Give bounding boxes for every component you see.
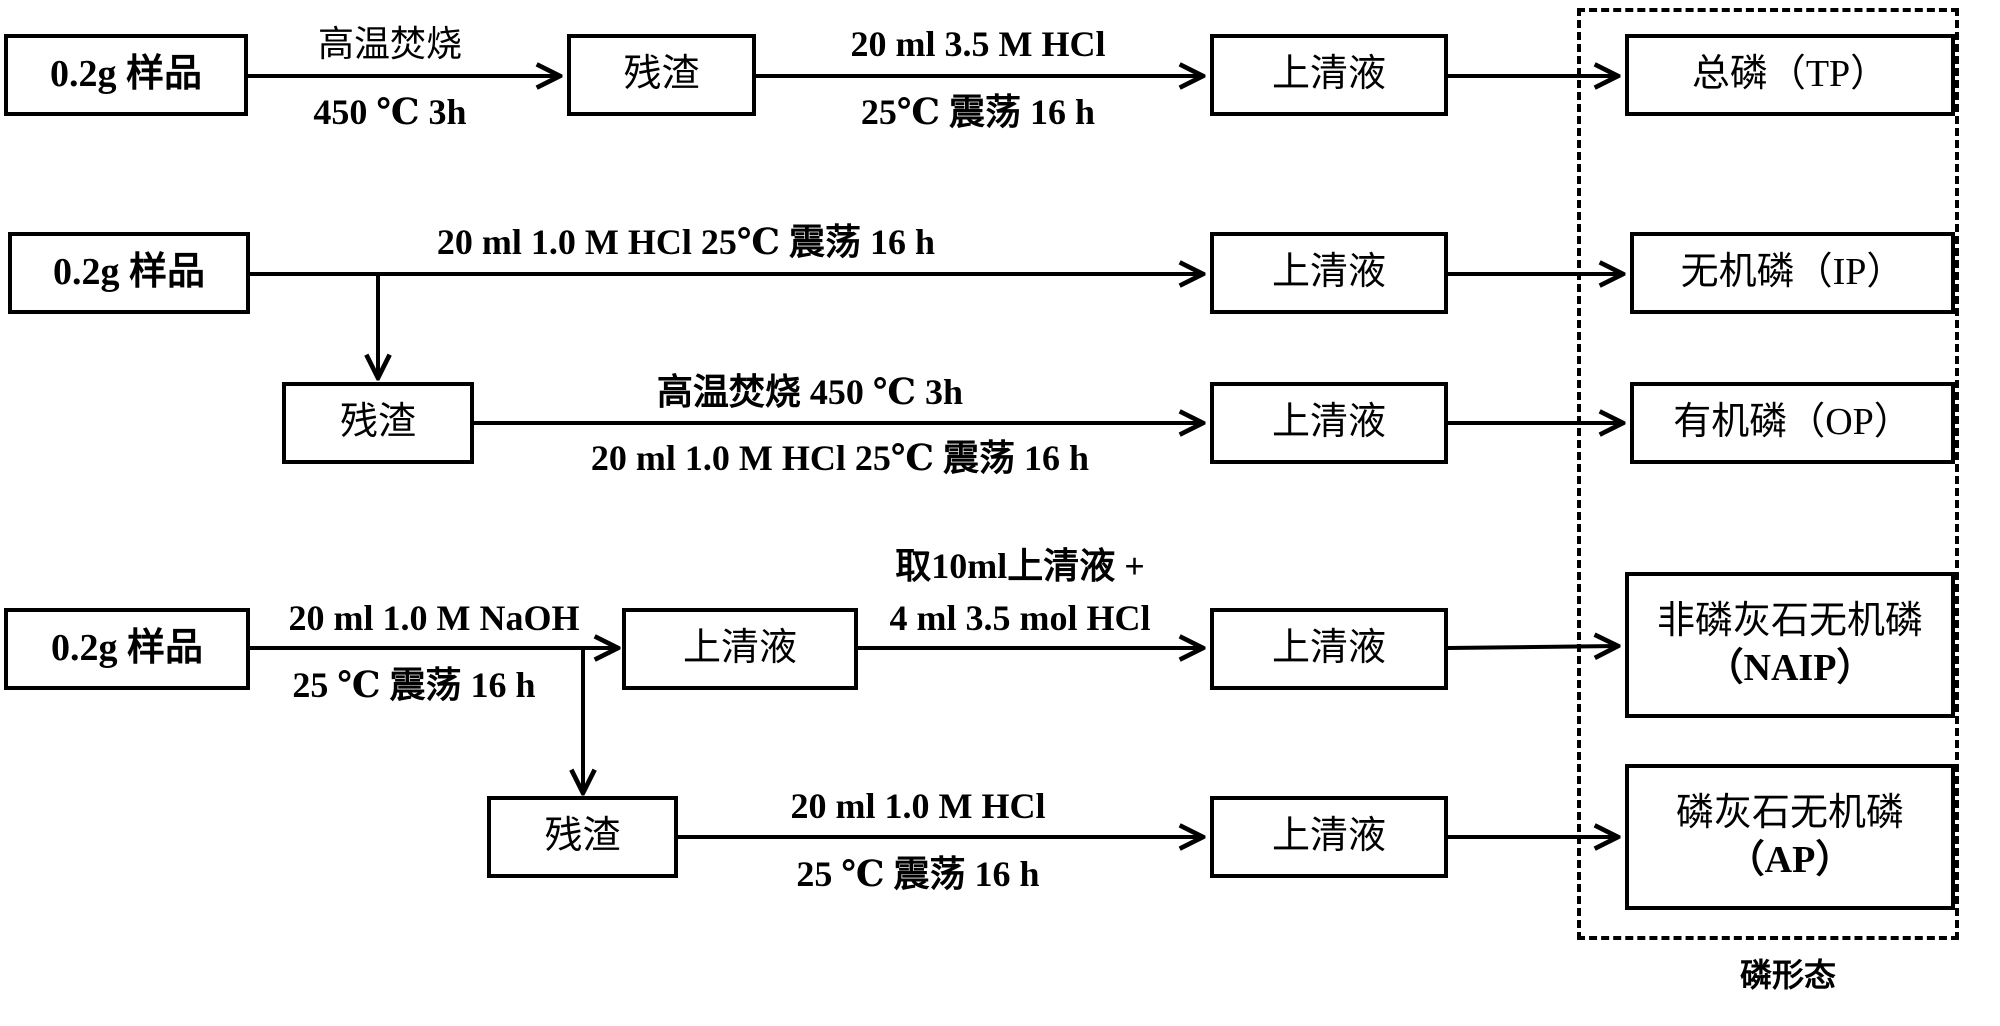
supernatant-box-naip-2: 上清液 (1210, 608, 1448, 690)
residue-box-ap: 残渣 (487, 796, 678, 878)
supernatant-box-tp: 上清液 (1210, 34, 1448, 116)
result-box-tp: 总磷（TP） (1625, 34, 1955, 116)
sample-box-naip: 0.2g 样品 (4, 608, 250, 690)
tp-step1-bottom: 450 ℃ 3h (313, 92, 467, 132)
result-box-ip: 无机磷（IP） (1630, 232, 1955, 314)
supernatant-box-op: 上清液 (1210, 382, 1448, 464)
residue-label: 残渣 (544, 815, 621, 858)
ap-step-bottom: 25 ℃ 震荡 16 h (796, 854, 1040, 894)
ap-step-top: 20 ml 1.0 M HCl (790, 786, 1046, 826)
supernatant-box-ap: 上清液 (1210, 796, 1448, 878)
supernatant-label: 上清液 (682, 627, 797, 670)
supernatant-box-naip-1: 上清液 (622, 608, 858, 690)
op-step-bottom: 20 ml 1.0 M HCl 25℃ 震荡 16 h (590, 438, 1090, 478)
tp-step2-bottom: 25℃ 震荡 16 h (860, 92, 1096, 132)
sample-label: 0.2g 样品 (49, 53, 202, 96)
tp-step2-top: 20 ml 3.5 M HCl (850, 24, 1106, 64)
naip-step1-top: 20 ml 1.0 M NaOH (288, 598, 580, 638)
result-label: 有机磷（OP） (1673, 401, 1912, 444)
result-label-line2: （NAIP） (1705, 647, 1875, 689)
result-box-ap: 磷灰石无机磷 （AP） (1625, 764, 1955, 910)
result-label-line1: 磷灰石无机磷 (1675, 791, 1904, 834)
result-label-line2: （AP） (1726, 839, 1854, 881)
supernatant-label: 上清液 (1271, 401, 1386, 444)
ip-step: 20 ml 1.0 M HCl 25℃ 震荡 16 h (436, 222, 936, 262)
supernatant-box-ip: 上清液 (1210, 232, 1448, 314)
tp-step1-top: 高温焚烧 (317, 24, 463, 64)
supernatant-label: 上清液 (1271, 53, 1386, 96)
residue-box-tp: 残渣 (567, 34, 756, 116)
residue-label: 残渣 (623, 53, 700, 96)
result-label: 总磷（TP） (1691, 53, 1889, 96)
supernatant-label: 上清液 (1271, 815, 1386, 858)
op-step-top: 高温焚烧 450 ℃ 3h (656, 372, 964, 412)
sample-box-ip: 0.2g 样品 (8, 232, 250, 314)
sample-box-tp: 0.2g 样品 (4, 34, 248, 116)
naip-step1-bottom: 25 ℃ 震荡 16 h (292, 665, 536, 705)
result-label: 无机磷（IP） (1680, 251, 1905, 294)
arrow-naip-3 (1447, 646, 1618, 648)
result-box-naip: 非磷灰石无机磷 （NAIP） (1625, 572, 1955, 718)
residue-label: 残渣 (339, 401, 416, 444)
supernatant-label: 上清液 (1271, 627, 1386, 670)
result-label-line1: 非磷灰石无机磷 (1656, 599, 1923, 642)
group-caption: 磷形态 (1739, 957, 1837, 993)
result-box-op: 有机磷（OP） (1630, 382, 1955, 464)
naip-step2-top: 取10ml上清液 + (895, 546, 1145, 586)
sample-label: 0.2g 样品 (50, 627, 203, 670)
supernatant-label: 上清液 (1271, 251, 1386, 294)
residue-box-op: 残渣 (282, 382, 474, 464)
naip-step2-bottom: 4 ml 3.5 mol HCl (889, 598, 1151, 638)
sample-label: 0.2g 样品 (52, 251, 205, 294)
phosphorus-forms-group (1577, 8, 1959, 940)
